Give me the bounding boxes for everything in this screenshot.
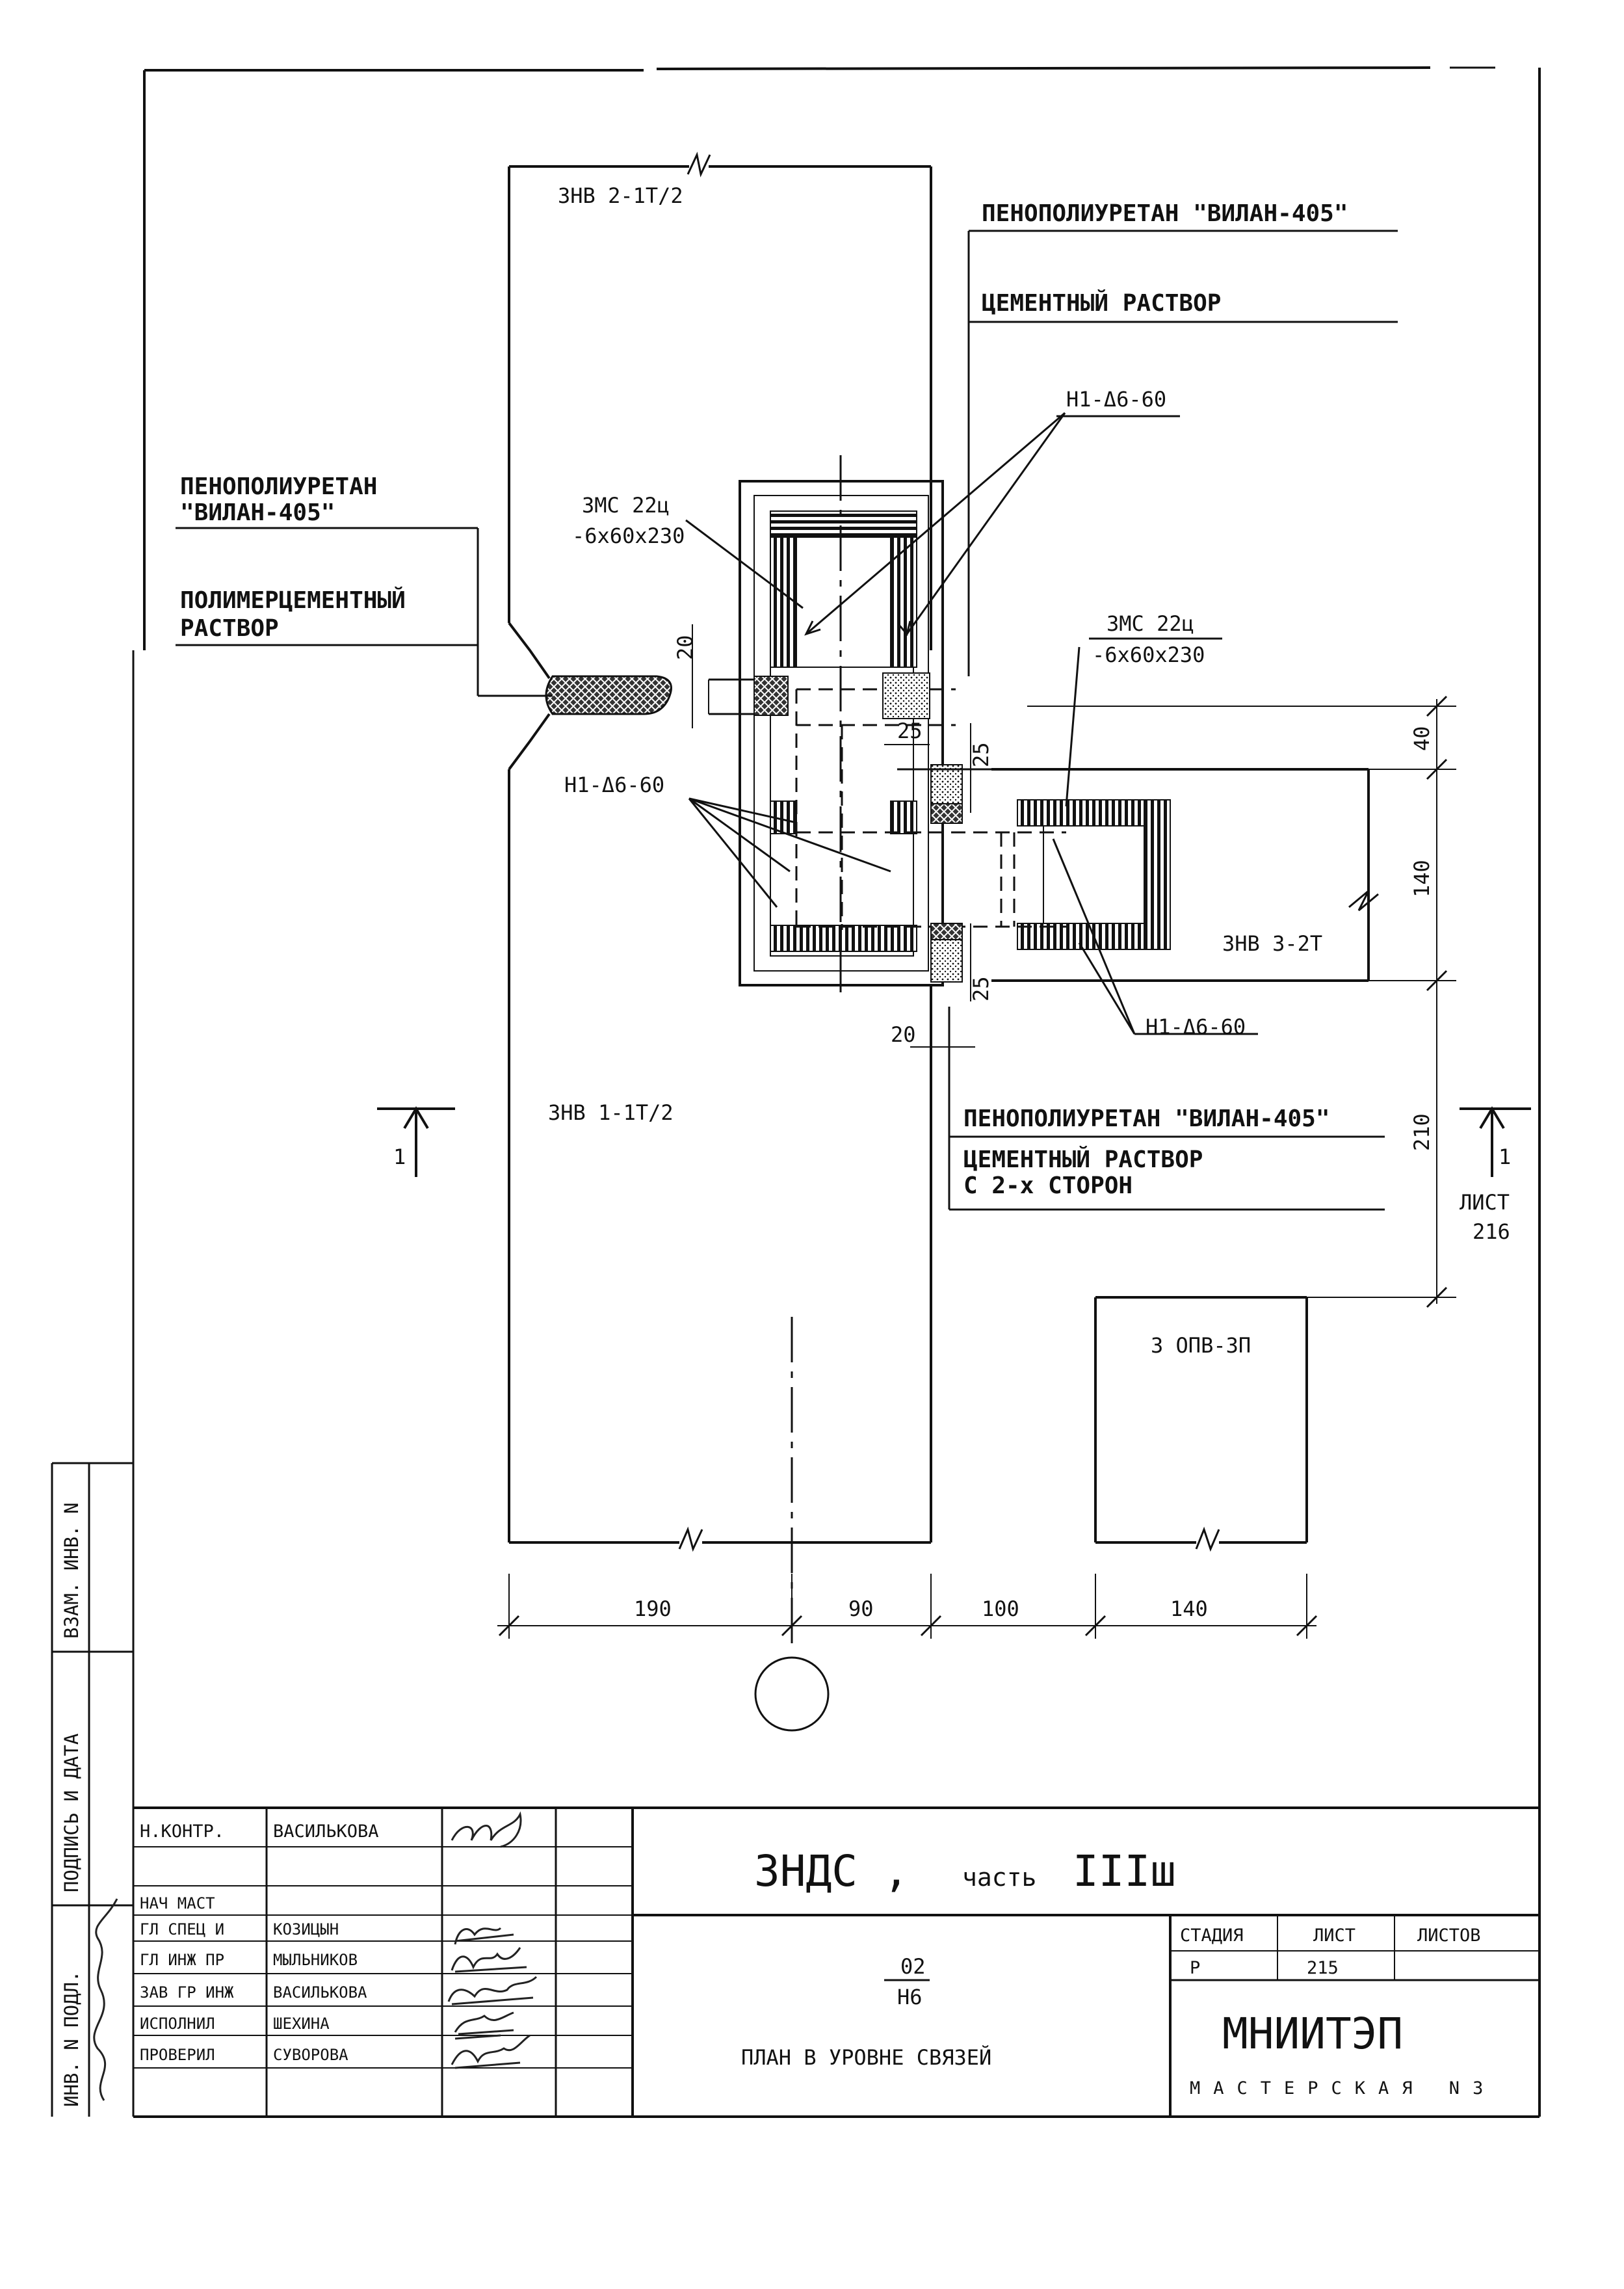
- fraction-bottom: Н6: [897, 1985, 923, 2009]
- section-mark-right-num: 1: [1499, 1144, 1511, 1169]
- panel-right-label: ЗНВ 3-2Т: [1222, 931, 1322, 956]
- panel-bottom-outline: [508, 713, 932, 1552]
- role-row-8-role: ПРОВЕРИЛ: [140, 2046, 215, 2064]
- callout-cement-top: ЦЕМЕНТНЫЙ РАСТВОР: [982, 289, 1221, 317]
- mortar-fill-right-bottom: [930, 939, 963, 983]
- signatures: [447, 1811, 538, 2069]
- side-label-original-inv: ИНВ. N ПОДЛ.: [60, 1970, 83, 2107]
- workshop: МАСТЕРСКАЯ N3: [1190, 2078, 1496, 2098]
- role-row-1-role: Н.КОНТР.: [140, 1821, 224, 1842]
- embed-plate-right: [1017, 799, 1171, 950]
- callout-embed-1-size: -6x60x230: [572, 523, 685, 548]
- polymer-cement-joint: [545, 675, 672, 715]
- mortar-fill-top: [882, 672, 930, 719]
- role-row-5-name: МЫЛЬНИКОВ: [273, 1951, 358, 1969]
- callout-foam-left-2: "ВИЛАН-405": [180, 499, 335, 526]
- dim-v-40: 40: [1409, 726, 1434, 751]
- callout-embed-2-name: ЗМС 22ц: [1107, 611, 1194, 636]
- dim-lines-small: [692, 624, 975, 1048]
- callout-foam-bottom: ПЕНОПОЛИУРЕТАН "ВИЛАН-405": [963, 1105, 1330, 1132]
- fraction-top: 02: [900, 1954, 926, 1979]
- dim-gap-20-bottom: 20: [891, 1022, 916, 1047]
- callout-embed-2-size: -6x60x230: [1092, 642, 1205, 667]
- role-row-3-role: НАЧ МАСТ: [140, 1894, 215, 1912]
- opening-outline: [1094, 1296, 1308, 1552]
- callout-embed-1-name: ЗМС 22ц: [582, 493, 670, 518]
- callout-lines-left: [176, 527, 553, 697]
- leader-embed-2-diag: [1065, 646, 1080, 807]
- sheet-reference-1: ЛИСТ: [1460, 1190, 1510, 1215]
- sheet-title: ПЛАН В УРОВНЕ СВЯЗЕЙ: [741, 2045, 991, 2070]
- title-block-grid: [133, 1806, 1539, 2117]
- callout-foam-left-1: ПЕНОПОЛИУРЕТАН: [180, 473, 377, 500]
- axis-lines: [791, 455, 1105, 1652]
- callout-polymer-2: РАСТВОР: [180, 615, 279, 642]
- dim-gap-25-bottom: 25: [969, 976, 993, 1001]
- role-row-6-name: ВАСИЛЬКОВА: [273, 1983, 367, 2002]
- callout-foam-top: ПЕНОПОЛИУРЕТАН "ВИЛАН-405": [982, 200, 1348, 227]
- sheet-header: ЛИСТ: [1313, 1925, 1356, 1946]
- callout-lines-bottom: [948, 1007, 1385, 1211]
- title-block-roles: Н.КОНТР. ВАСИЛЬКОВА НАЧ МАСТ ГЛ СПЕЦ И К…: [140, 1821, 379, 2064]
- role-row-8-name: СУВОРОВА: [273, 2046, 348, 2064]
- dim-h-90: 90: [848, 1596, 874, 1621]
- dim-h-190: 190: [634, 1596, 672, 1621]
- side-label-signature-date: ПОДПИСЬ И ДАТА: [60, 1734, 83, 1892]
- series-main: ЗНДС ,: [754, 1846, 909, 1896]
- embed-plate-top: [770, 510, 917, 668]
- leader-anchor-right: [1052, 838, 1258, 1035]
- callout-lines-top: [967, 230, 1398, 676]
- side-label-replacement: ВЗАМ. ИНВ. N: [60, 1502, 83, 1639]
- org-name: МНИИТЭП: [1222, 2009, 1403, 2059]
- side-signature-scribble: [93, 1898, 118, 2101]
- series-part: часть: [962, 1863, 1036, 1892]
- embed-plate-bottom: [770, 800, 917, 952]
- foam-fill-right-top: [930, 803, 963, 824]
- dim-h-140: 140: [1170, 1596, 1208, 1621]
- leader-anchor-left: [688, 797, 891, 908]
- callout-anchor-right: Н1-Δ6-60: [1146, 1014, 1246, 1039]
- sheet-reference-2: 216: [1473, 1219, 1510, 1244]
- section-mark-left: [377, 1106, 455, 1177]
- stage-header: СТАДИЯ: [1180, 1925, 1244, 1946]
- dim-h-100: 100: [982, 1596, 1019, 1621]
- callout-cement-bottom-1: ЦЕМЕНТНЫЙ РАСТВОР: [963, 1146, 1203, 1173]
- callout-polymer-1: ПОЛИМЕРЦЕМЕНТНЫЙ: [180, 587, 406, 614]
- role-row-4-name: КОЗИЦЫН: [273, 1920, 339, 1938]
- sheets-header: ЛИСТОВ: [1417, 1925, 1481, 1946]
- callout-cement-bottom-2: С 2-х СТОРОН: [963, 1172, 1133, 1199]
- panel-bottom-label: ЗНВ 1-1Т/2: [548, 1100, 674, 1125]
- stage-value: Р: [1190, 1958, 1200, 1978]
- dim-gap-20-top: 20: [673, 635, 698, 660]
- foam-joint-left: [753, 676, 789, 716]
- panel-top-outline: [508, 152, 932, 680]
- role-row-6-role: ЗАВ ГР ИНЖ: [140, 1983, 234, 2002]
- axis-bubble: [754, 1656, 830, 1732]
- dim-gap-25-top: 25: [969, 742, 993, 767]
- role-row-7-role: ИСПОЛНИЛ: [140, 2015, 215, 2033]
- mortar-fill-right-top: [930, 764, 963, 808]
- dim-chain-vertical: [1027, 695, 1456, 1308]
- dim-gap-25-left: 25: [897, 719, 923, 743]
- leader-embed-1: [685, 519, 804, 609]
- role-row-7-name: ШЕХИНА: [273, 2015, 330, 2033]
- callout-anchor-top: Н1-Δ6-60: [1066, 387, 1166, 412]
- opening-label: 3 ОПВ-3П: [1151, 1333, 1251, 1358]
- panel-top-label: ЗНВ 2-1Т/2: [558, 183, 683, 208]
- role-row-1-name: ВАСИЛЬКОВА: [273, 1821, 379, 1842]
- section-mark-right: [1460, 1106, 1531, 1177]
- dim-v-210: 210: [1409, 1113, 1434, 1151]
- series-roman: IIIш: [1073, 1846, 1176, 1896]
- sheet-frame: [133, 66, 1541, 2118]
- role-row-5-role: ГЛ ИНЖ ПР: [140, 1951, 224, 1969]
- sheet-value: 215: [1307, 1958, 1339, 1978]
- callout-anchor-left: Н1-Δ6-60: [564, 773, 664, 797]
- side-stamp-strip: [51, 650, 135, 2117]
- dim-v-140: 140: [1409, 860, 1434, 897]
- dim-chain-horizontal: [497, 1574, 1318, 1639]
- section-mark-left-num: 1: [393, 1144, 406, 1169]
- leader-anchor-top: [804, 412, 1066, 637]
- role-row-4-role: ГЛ СПЕЦ И: [140, 1920, 224, 1938]
